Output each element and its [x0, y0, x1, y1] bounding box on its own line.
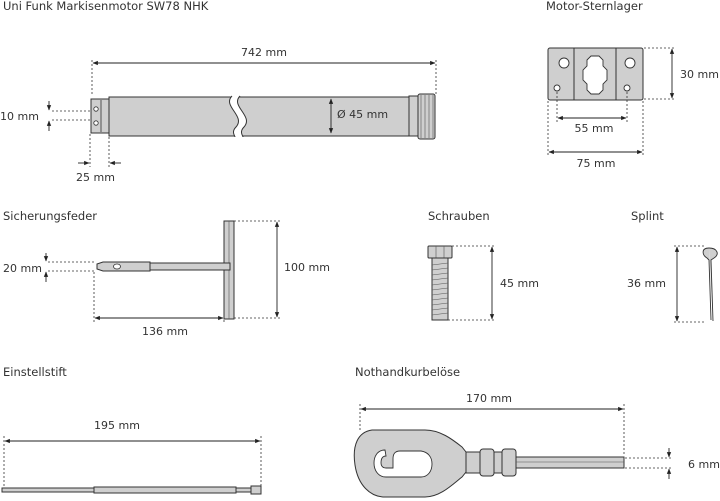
star-bearing-title: Motor-Sternlager: [546, 0, 643, 13]
star-bearing-hole-spacing-label: 55 mm: [575, 122, 614, 135]
motor-drive-adapter: [417, 93, 436, 140]
mounting-hole-icon: [558, 57, 570, 69]
adjust-pin-group: Einstellstift 195 mm: [1, 365, 262, 495]
star-bearing-drawing: [547, 47, 644, 101]
adjust-pin-drawing: [1, 485, 262, 495]
split-pin-group: Splint 36 mm: [627, 209, 718, 323]
crank-eye-title: Nothandkurbelöse: [355, 365, 460, 379]
motor-head-label: 25 mm: [76, 171, 115, 184]
adjust-pin-title: Einstellstift: [3, 365, 67, 379]
motor-head: [90, 98, 110, 134]
screws-title: Schrauben: [428, 209, 490, 223]
screws-length-label: 45 mm: [500, 277, 539, 290]
star-hole-icon: [582, 55, 608, 95]
safety-spring-drawing: [96, 220, 235, 320]
motor-shaft-label: 10 mm: [0, 110, 39, 123]
safety-spring-width-label: 20 mm: [3, 262, 42, 275]
motor-tube: [108, 96, 410, 137]
motor-diameter-label: Ø 45 mm: [337, 108, 388, 121]
crank-eye-group: Nothandkurbelöse 170 mm 6 mm: [353, 365, 720, 498]
motor-title: Uni Funk Markisenmotor SW78 NHK: [3, 0, 209, 13]
star-bearing-width-label: 75 mm: [577, 157, 616, 170]
safety-spring-group: Sicherungsfeder 100 mm 20 mm 136 mm: [3, 209, 330, 338]
screw-drawing: [427, 245, 453, 321]
crank-eye-length-label: 170 mm: [466, 392, 512, 405]
motor-length-label: 742 mm: [241, 46, 287, 59]
star-bearing-group: Motor-Sternlager 30 mm 55 mm 75 mm: [546, 0, 719, 170]
screws-group: Schrauben 45 mm: [427, 209, 539, 321]
crank-eye-hex-label: 6 mm: [688, 458, 720, 471]
safety-spring-length-label: 136 mm: [142, 325, 188, 338]
star-bearing-height-label: 30 mm: [680, 68, 719, 81]
crank-eye-drawing: [353, 429, 625, 498]
motor-drawing: [90, 93, 436, 140]
split-pin-length-label: 36 mm: [627, 277, 666, 290]
split-pin-drawing: [702, 247, 718, 322]
adjust-pin-length-label: 195 mm: [94, 419, 140, 432]
safety-spring-title: Sicherungsfeder: [3, 209, 97, 223]
safety-spring-height-label: 100 mm: [284, 261, 330, 274]
split-pin-title: Splint: [631, 209, 664, 223]
motor-group: Uni Funk Markisenmotor SW78 NHK 742 mm Ø…: [0, 0, 437, 184]
